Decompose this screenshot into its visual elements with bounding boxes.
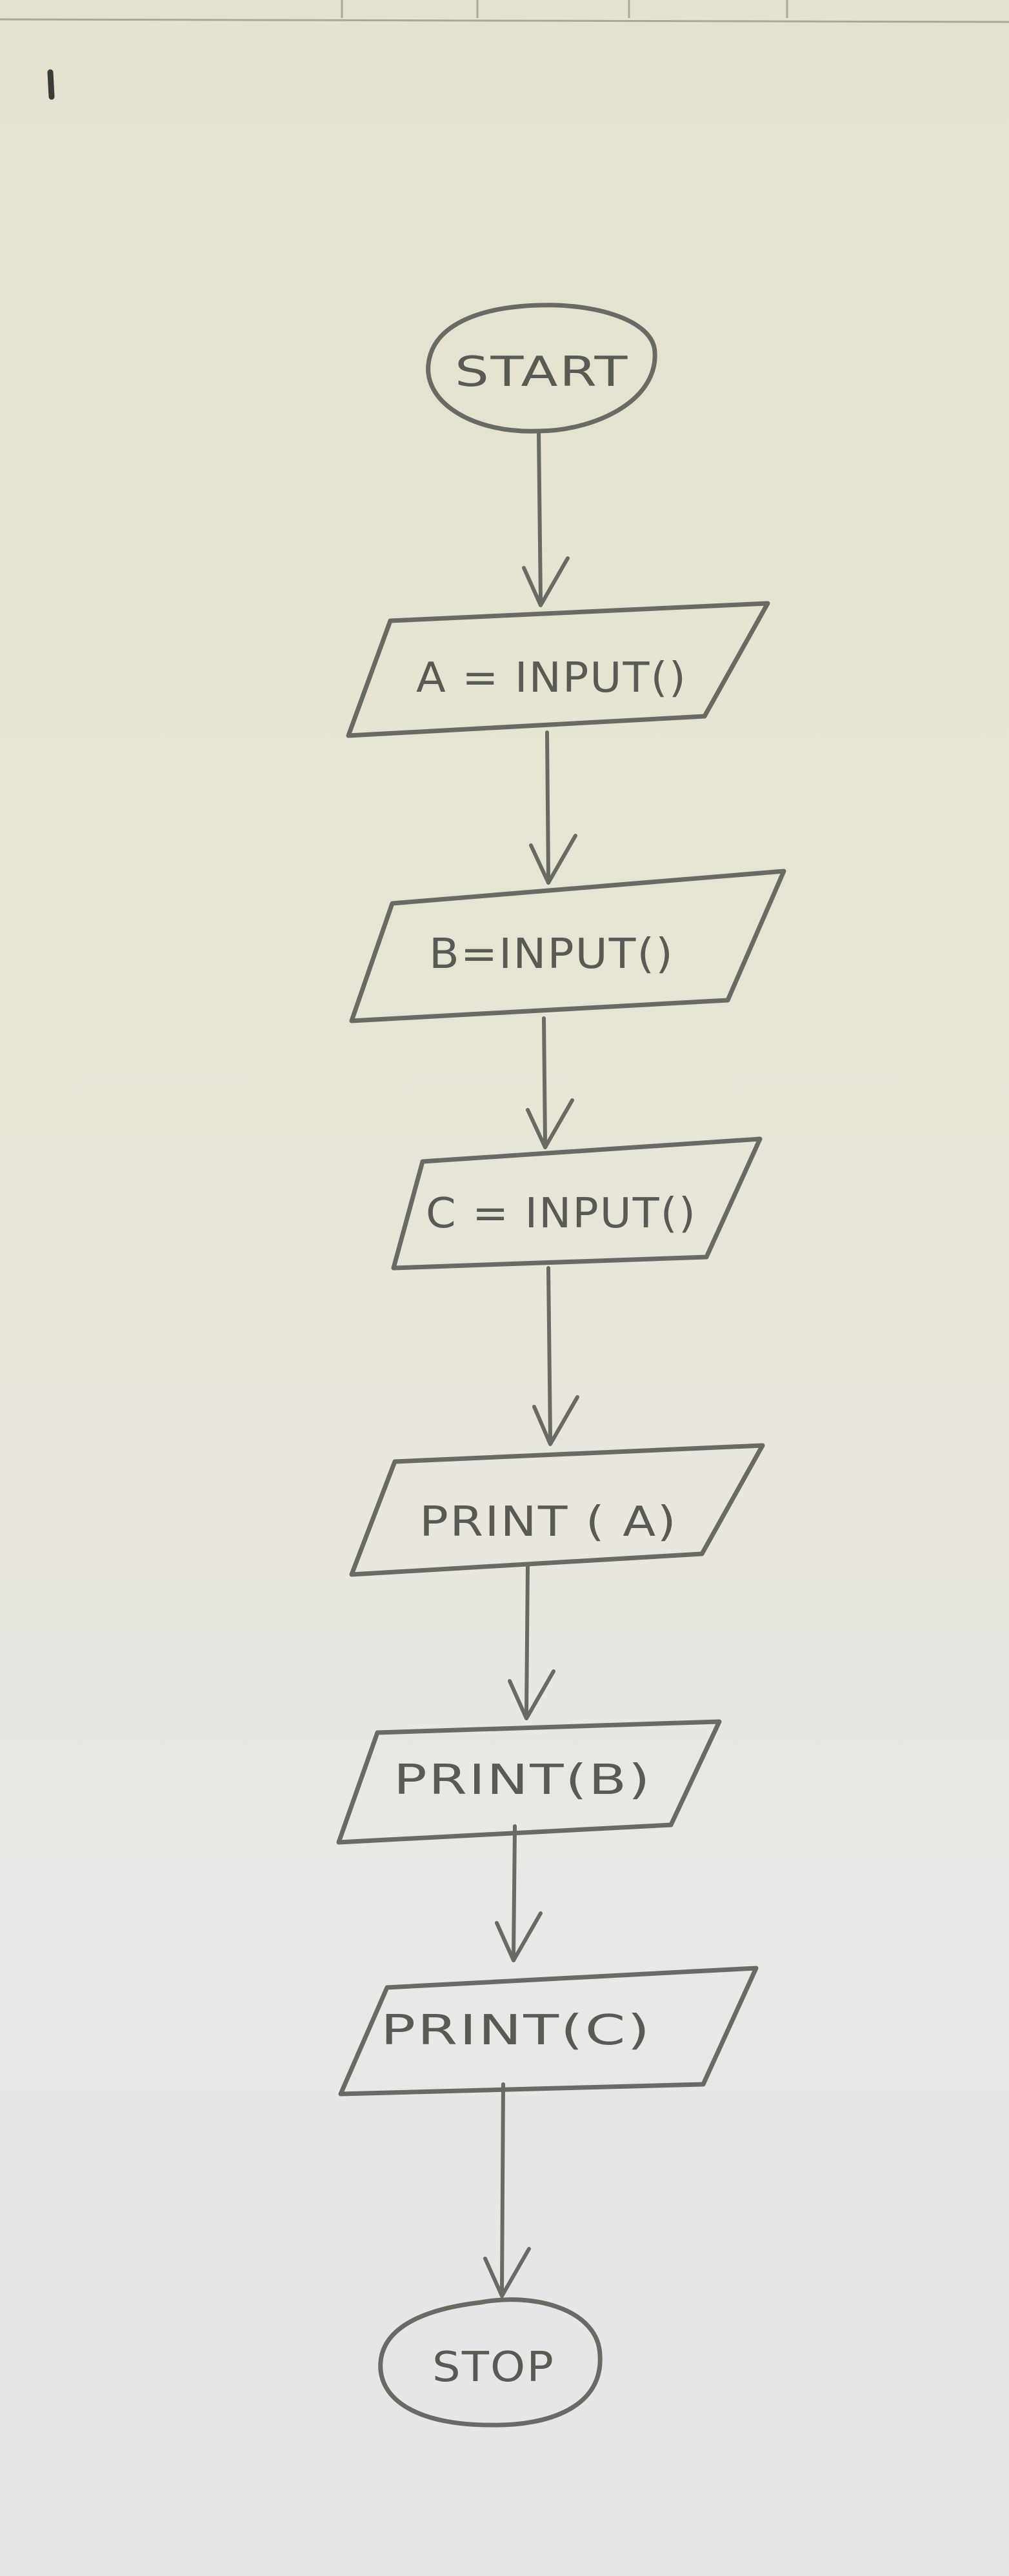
connector-input-a-to-input-b: [529, 730, 577, 885]
connector-print-c-to-stop: [483, 2082, 531, 2298]
paper-top-ruling: [0, 0, 1009, 100]
print-c-parallelogram: [338, 1966, 759, 2097]
connector-print-b-to-print-c: [495, 1824, 543, 1962]
pen-mark: [47, 69, 55, 100]
stop-label: STOP: [432, 2344, 555, 2391]
input-b-node: B=INPUT(): [349, 869, 786, 1023]
print-a-label: PRINT ( A): [419, 1498, 677, 1546]
input-b-parallelogram: [349, 869, 786, 1023]
print-c-node: PRINT(C): [338, 1966, 759, 2097]
connectors: [483, 429, 579, 2298]
print-a-node: PRINT ( A): [349, 1443, 765, 1577]
input-a-parallelogram: [346, 601, 770, 738]
input-c-label: C = INPUT(): [426, 1190, 697, 1238]
start-label: START: [455, 348, 629, 396]
stop-terminal: STOP: [378, 2297, 603, 2428]
start-terminal-outline: [426, 303, 657, 434]
paper-ruling-line: [0, 18, 1009, 23]
connector-print-a-to-print-b: [508, 1563, 555, 1720]
connector-input-b-to-input-c: [526, 1016, 574, 1149]
connector-start-to-input-a: [522, 429, 570, 607]
connector-input-c-to-print-a: [532, 1266, 579, 1446]
print-b-label: PRINT(B): [394, 1756, 652, 1804]
print-a-parallelogram: [349, 1443, 765, 1577]
input-a-node: A = INPUT(): [346, 601, 770, 738]
start-terminal: START: [426, 303, 657, 434]
stop-terminal-outline: [378, 2297, 603, 2428]
print-b-parallelogram: [336, 1719, 722, 1845]
input-c-parallelogram: [391, 1136, 763, 1271]
input-c-node: C = INPUT(): [391, 1136, 763, 1271]
input-b-label: B=INPUT(): [429, 931, 674, 978]
print-b-node: PRINT(B): [336, 1719, 722, 1845]
print-c-label: PRINT(C): [381, 2007, 652, 2055]
input-a-label: A = INPUT(): [416, 654, 687, 702]
